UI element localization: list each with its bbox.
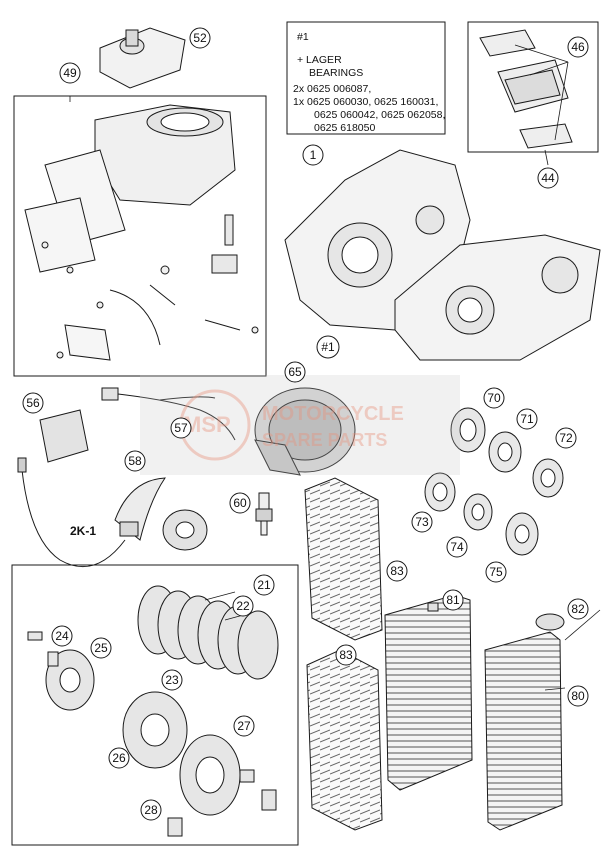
radiator-part xyxy=(384,594,565,831)
ignition-stator-part xyxy=(254,387,356,476)
svg-text:56: 56 xyxy=(26,396,40,410)
clutch-pack-part xyxy=(27,585,279,837)
callout-ref-1: #1 xyxy=(316,335,340,359)
svg-text:80: 80 xyxy=(571,689,585,703)
note-header-line1: + LAGER xyxy=(297,54,342,66)
svg-text:72: 72 xyxy=(559,431,573,445)
svg-text:22: 22 xyxy=(236,599,250,613)
callout-22: 22 xyxy=(232,595,254,617)
reed-valve-part xyxy=(479,29,573,149)
callout-24: 24 xyxy=(51,625,73,647)
svg-text:83: 83 xyxy=(339,648,353,662)
callout-28: 28 xyxy=(140,799,162,821)
crankcase-part xyxy=(284,149,601,361)
callout-74: 74 xyxy=(446,536,468,558)
callout-70: 70 xyxy=(483,387,505,409)
callout-56: 56 xyxy=(22,392,44,414)
callout-57: 57 xyxy=(170,417,192,439)
callout-80: 80 xyxy=(567,685,589,707)
note-line-1: 2x 0625 006087, xyxy=(293,83,371,95)
svg-text:71: 71 xyxy=(520,412,534,426)
svg-text:60: 60 xyxy=(233,496,247,510)
svg-text:83: 83 xyxy=(390,564,404,578)
callout-52: 52 xyxy=(189,27,211,49)
callout-73: 73 xyxy=(411,511,433,533)
svg-text:57: 57 xyxy=(174,421,188,435)
cable-code-label: 2K-1 xyxy=(70,524,96,538)
callout-83-lower: 83 xyxy=(335,644,357,666)
note-line-4: 0625 618050 xyxy=(314,122,375,134)
reed-valve-group-frame xyxy=(467,21,599,153)
gearset-part xyxy=(424,407,564,556)
callout-44: 44 xyxy=(537,167,559,189)
callout-75: 75 xyxy=(485,561,507,583)
bearing-note-box: #1 + LAGER BEARINGS 2x 0625 006087, 1x 0… xyxy=(286,21,446,135)
callout-49: 49 xyxy=(59,62,81,84)
svg-text:28: 28 xyxy=(144,803,158,817)
watermark: MSP MOTORCYCLE SPARE PARTS xyxy=(140,375,460,475)
svg-text:49: 49 xyxy=(63,66,77,80)
callout-25: 25 xyxy=(90,637,112,659)
note-ref: #1 xyxy=(297,31,309,43)
callout-23: 23 xyxy=(161,669,183,691)
callout-71: 71 xyxy=(516,408,538,430)
cdi-unit-part xyxy=(17,409,126,568)
callout-72: 72 xyxy=(555,427,577,449)
cylinder-head-part xyxy=(99,27,186,89)
svg-text:70: 70 xyxy=(487,391,501,405)
note-line-2: 1x 0625 060030, 0625 160031, xyxy=(293,96,438,108)
svg-text:#1: #1 xyxy=(321,340,335,354)
svg-text:46: 46 xyxy=(571,40,585,54)
watermark-line1: MOTORCYCLE xyxy=(262,403,404,425)
svg-text:26: 26 xyxy=(112,751,126,765)
svg-text:21: 21 xyxy=(257,578,271,592)
cylinder-part xyxy=(24,104,259,361)
radiator-guard-part xyxy=(304,477,383,831)
svg-text:27: 27 xyxy=(237,719,251,733)
callouts: 52 49 46 44 1 #1 65 56 57 58 60 70 71 72… xyxy=(22,27,589,821)
callout-82: 82 xyxy=(567,598,589,620)
svg-text:81: 81 xyxy=(446,593,460,607)
callout-58: 58 xyxy=(124,450,146,472)
note-line-3: 0625 060042, 0625 062058, xyxy=(314,109,445,121)
spark-plug-part xyxy=(255,492,273,536)
svg-text:75: 75 xyxy=(489,565,503,579)
svg-text:1: 1 xyxy=(310,148,317,162)
svg-text:24: 24 xyxy=(55,629,69,643)
callout-83-upper: 83 xyxy=(386,560,408,582)
callout-26: 26 xyxy=(108,747,130,769)
svg-text:74: 74 xyxy=(450,540,464,554)
note-header-line2: BEARINGS xyxy=(309,67,363,79)
callout-1: 1 xyxy=(302,144,324,166)
callout-81: 81 xyxy=(442,589,464,611)
watermark-logo-text: MSP xyxy=(183,412,231,437)
svg-text:65: 65 xyxy=(288,365,302,379)
callout-46: 46 xyxy=(567,36,589,58)
svg-text:25: 25 xyxy=(94,641,108,655)
callout-60: 60 xyxy=(229,492,251,514)
svg-text:23: 23 xyxy=(165,673,179,687)
cylinder-group-frame xyxy=(13,95,267,377)
callout-65: 65 xyxy=(284,361,306,383)
callout-21: 21 xyxy=(253,574,275,596)
watermark-line2: SPARE PARTS xyxy=(262,430,387,450)
svg-text:52: 52 xyxy=(193,31,207,45)
leader-lines xyxy=(69,44,601,691)
svg-text:44: 44 xyxy=(541,171,555,185)
callout-27: 27 xyxy=(233,715,255,737)
svg-text:58: 58 xyxy=(128,454,142,468)
svg-text:73: 73 xyxy=(415,515,429,529)
flywheel-part xyxy=(114,477,208,551)
svg-text:82: 82 xyxy=(571,602,585,616)
clutch-group-frame xyxy=(11,564,299,846)
wiring-harness-part xyxy=(101,387,236,441)
